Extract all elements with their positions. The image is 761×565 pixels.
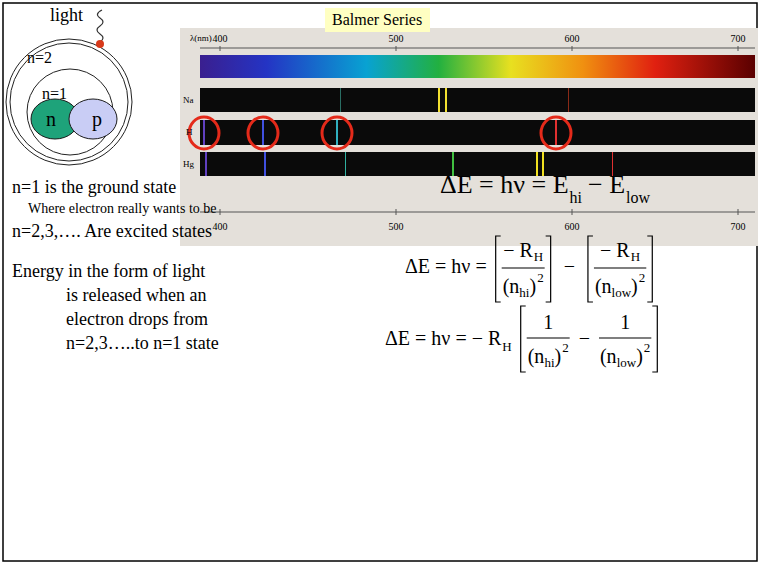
equation-superscript: 2 bbox=[537, 271, 544, 284]
orbit-n2-outline bbox=[5, 38, 133, 166]
node-text: n=2 bbox=[27, 50, 52, 66]
bracket bbox=[496, 236, 501, 302]
row-label: H bbox=[186, 128, 193, 137]
orbit-n1: n=1np bbox=[26, 68, 114, 156]
fraction-bar bbox=[527, 337, 570, 338]
equation-part: 1 bbox=[620, 312, 630, 332]
bracket bbox=[647, 236, 652, 302]
equation-part: − R bbox=[503, 240, 533, 260]
node-text: Balmer Series bbox=[332, 12, 422, 28]
equation-part: (n bbox=[600, 346, 617, 366]
equation-subscript: H bbox=[502, 340, 511, 353]
equation-part: − E bbox=[588, 172, 625, 198]
equation-subscript: H bbox=[534, 250, 543, 263]
spectrum-photo bbox=[180, 28, 758, 246]
proton: p bbox=[68, 98, 118, 140]
orbit-line bbox=[6, 39, 132, 165]
equation-superscript: 2 bbox=[644, 341, 651, 354]
equation-part: − bbox=[579, 328, 590, 348]
equation-superscript: 2 bbox=[639, 271, 646, 284]
equation-part: (n bbox=[528, 346, 545, 366]
note-text: is released when an bbox=[66, 286, 206, 304]
particle-shape bbox=[69, 99, 117, 139]
equation-part: ΔE = hν = − R bbox=[385, 328, 501, 348]
fraction-bar bbox=[599, 337, 651, 338]
equation-subscript: hi bbox=[519, 286, 529, 299]
axis-number: 500 bbox=[389, 222, 404, 232]
note-text: n=1 is the ground state bbox=[12, 178, 176, 196]
bracket bbox=[521, 306, 526, 372]
equation-part: ) bbox=[529, 276, 536, 296]
equation-part: (n bbox=[595, 276, 612, 296]
highlight-circles bbox=[189, 117, 571, 149]
equation-subscript: low bbox=[617, 356, 637, 369]
bracket bbox=[652, 306, 657, 372]
axis-number: 600 bbox=[565, 34, 580, 44]
equation-subscript: H bbox=[631, 250, 640, 263]
equation-part: 1 bbox=[543, 312, 553, 332]
equation-part: − R bbox=[600, 240, 630, 260]
equation-part: − bbox=[564, 256, 575, 276]
equation-subscript: hi bbox=[570, 190, 582, 206]
equation-part: ) bbox=[631, 276, 638, 296]
note-text: Energy in the form of light bbox=[12, 262, 205, 280]
equation-subscript: low bbox=[612, 286, 632, 299]
note-text: n=2,3…..to n=1 state bbox=[66, 334, 219, 352]
equation-part: ΔE = hν = bbox=[405, 256, 487, 276]
note-text: n=2,3,…. Are excited states bbox=[12, 222, 212, 240]
node-text: n bbox=[46, 109, 56, 129]
orbit-n2: n=2n=1np bbox=[5, 38, 133, 166]
equation-part: (n bbox=[503, 276, 520, 296]
row-label: Na bbox=[183, 96, 194, 105]
note-text: Where electron really wants to be bbox=[28, 202, 217, 216]
fraction-bar bbox=[502, 267, 545, 268]
orbit-line bbox=[10, 43, 128, 161]
title-box: Balmer Series bbox=[325, 8, 430, 32]
note-text: electron drops from bbox=[66, 310, 208, 328]
equation-part: ΔE = hν = E bbox=[440, 172, 569, 198]
axis-number: 700 bbox=[731, 34, 746, 44]
equation-part: ) bbox=[636, 346, 643, 366]
equation-subscript: hi bbox=[544, 356, 554, 369]
equation-superscript: 2 bbox=[562, 341, 569, 354]
axis-number: 600 bbox=[565, 222, 580, 232]
slide-border bbox=[3, 3, 757, 561]
row-label: Hg bbox=[183, 160, 194, 169]
axis-number: 400 bbox=[213, 222, 228, 232]
light-label: light bbox=[50, 6, 83, 24]
axis-number: 500 bbox=[389, 34, 404, 44]
axis-number: 700 bbox=[731, 222, 746, 232]
bracket bbox=[588, 236, 593, 302]
bracket bbox=[546, 236, 551, 302]
node-text: p bbox=[92, 109, 102, 129]
electron-dot bbox=[96, 40, 104, 48]
light-wave bbox=[97, 10, 103, 42]
axis-number: 400 bbox=[213, 34, 228, 44]
equation-subscript: low bbox=[626, 190, 650, 206]
axis-unit: λ(nm) bbox=[190, 34, 212, 43]
equation-part: ) bbox=[555, 346, 562, 366]
fraction-bar bbox=[594, 267, 646, 268]
